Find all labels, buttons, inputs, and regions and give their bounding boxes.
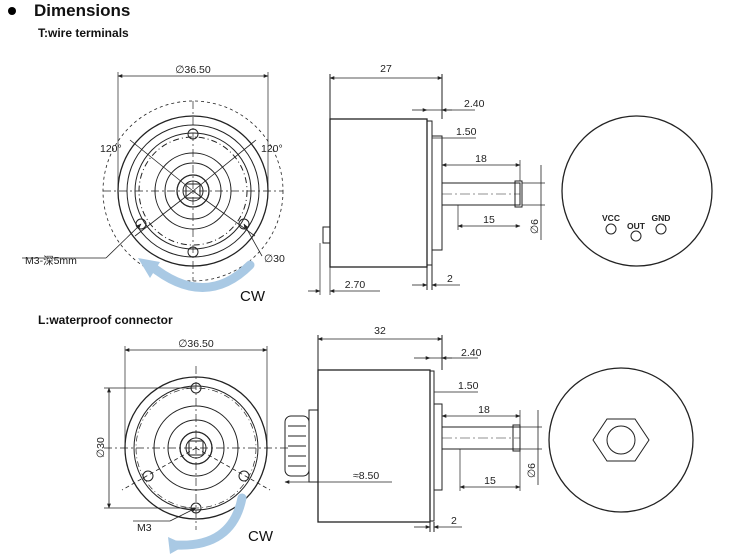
t-side-end-label: 2 <box>447 273 453 285</box>
t-side-flange-label: 2.40 <box>464 98 485 110</box>
l-side-shaft-diameter-label: ∅6 <box>526 463 538 478</box>
t-front-thread-label: M3-深5mm <box>25 255 77 267</box>
t-side-step-label: 1.50 <box>456 126 477 138</box>
t-side-view <box>308 74 545 295</box>
l-side-length-label: 32 <box>374 325 386 337</box>
l-front-view <box>104 346 288 530</box>
t-side-length-label: 27 <box>380 63 392 75</box>
t-front-angle-right-label: 120° <box>261 143 283 155</box>
bullet-icon <box>8 7 16 15</box>
l-front-diameter-label: ∅36.50 <box>178 338 214 350</box>
t-back-view <box>561 115 713 267</box>
l-side-end-label: 2 <box>451 515 457 527</box>
t-front-rotation-label: CW <box>240 288 266 305</box>
t-rotation-arrowhead <box>138 258 160 278</box>
t-back-pin-vcc: VCC <box>602 213 620 223</box>
l-side-connector-label: ≈8.50 <box>353 470 379 482</box>
t-back-pin-out: OUT <box>627 221 646 231</box>
t-front-view <box>22 72 284 282</box>
section-label-wire-terminals: T:wire terminals <box>38 26 129 40</box>
l-front-rotation-label: CW <box>248 528 274 545</box>
t-front-diameter-label: ∅36.50 <box>175 64 211 76</box>
t-side-base-label: 2.70 <box>345 279 366 291</box>
l-side-flange-label: 2.40 <box>461 347 482 359</box>
t-rotation-arrow <box>145 260 255 292</box>
l-front-pcd-label: ∅30 <box>95 437 107 458</box>
l-rotation-arrowhead <box>168 537 186 554</box>
t-side-flat-length-label: 15 <box>483 214 495 226</box>
l-side-flat-length-label: 15 <box>484 475 496 487</box>
l-rotation-arrow <box>170 493 247 550</box>
t-back-pin-gnd: GND <box>652 213 671 223</box>
section-label-waterproof-connector: L:waterproof connector <box>38 313 173 327</box>
t-front-pcd-label: ∅30 <box>264 253 285 265</box>
t-side-shaft-diameter-label: ∅6 <box>529 219 541 234</box>
page-title: Dimensions <box>34 1 131 20</box>
l-side-shaft-length-label: 18 <box>478 404 490 416</box>
l-side-step-label: 1.50 <box>458 380 479 392</box>
section-header: Dimensions <box>8 0 130 22</box>
l-back-view <box>548 367 694 513</box>
t-side-shaft-length-label: 18 <box>475 153 487 165</box>
l-front-thread-label: M3 <box>137 522 152 534</box>
t-front-angle-left-label: 120° <box>100 143 122 155</box>
l-side-view <box>284 335 542 532</box>
